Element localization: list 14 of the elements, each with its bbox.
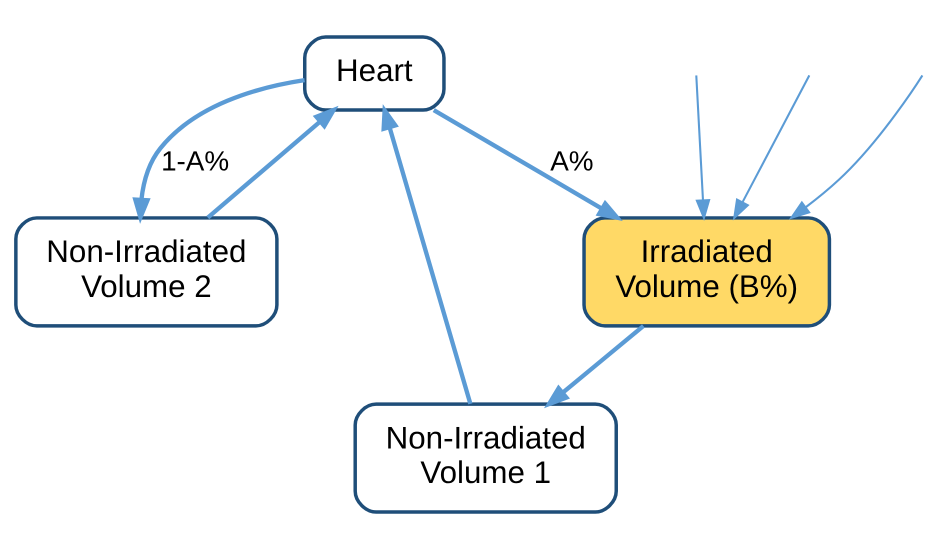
node-box: Non-Irradiated Volume 1 [353, 402, 618, 514]
arrow [695, 74, 710, 220]
arrow [544, 324, 645, 408]
arrow [206, 105, 339, 219]
node-box: Irradiated Volume (B%) [582, 216, 832, 328]
edge-label: 1-A% [161, 145, 230, 176]
arrow [381, 104, 472, 404]
arrow [788, 74, 924, 220]
arrow [432, 108, 623, 220]
node-box: Heart [303, 34, 446, 112]
node-box: Non-Irradiated Volume 2 [14, 216, 279, 328]
edge-label: A% [550, 145, 594, 176]
arrow [132, 77, 305, 224]
arrow [732, 74, 810, 220]
